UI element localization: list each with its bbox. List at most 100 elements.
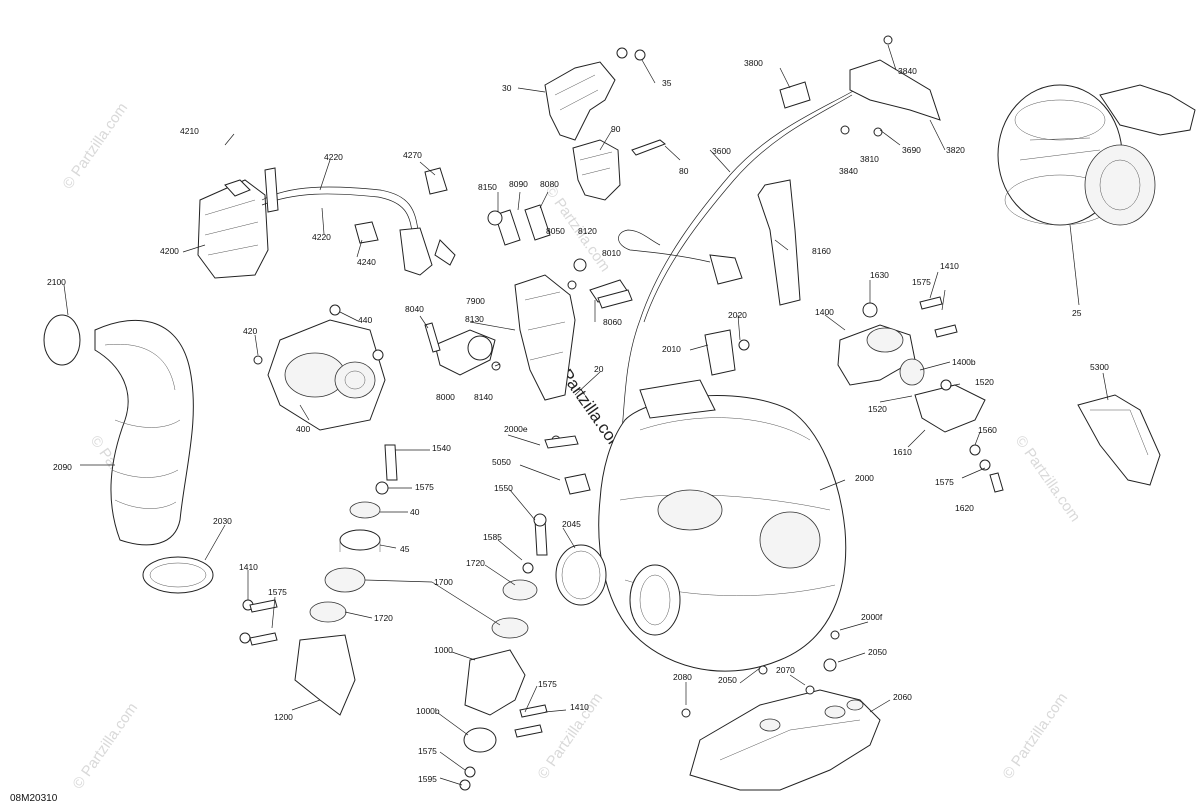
callout-3810: 3810 — [860, 154, 879, 164]
callout-2050: 2050 — [718, 675, 737, 685]
actuator-4200 — [197, 167, 456, 279]
callout-2010: 2010 — [662, 344, 681, 354]
callout-1540: 1540 — [432, 443, 451, 453]
callout-1520: 1520 — [975, 377, 994, 387]
callout-8150: 8150 — [478, 182, 497, 192]
callout-1575: 1575 — [538, 679, 557, 689]
callout-8130: 8130 — [465, 314, 484, 324]
callout-7900: 7900 — [466, 296, 485, 306]
callout-1720: 1720 — [466, 558, 485, 568]
throttle-body-400 — [253, 304, 386, 431]
callout-40: 40 — [410, 507, 420, 517]
callout-1560: 1560 — [978, 425, 997, 435]
callout-3690: 3690 — [902, 145, 921, 155]
watermark: © Partzilla.com — [69, 700, 141, 793]
callout-1575: 1575 — [935, 477, 954, 487]
solenoid-8000 — [424, 322, 501, 376]
callout-8060: 8060 — [603, 317, 622, 327]
intake-hose-2090 — [43, 314, 214, 594]
callout-2080: 2080 — [673, 672, 692, 682]
callout-5050: 5050 — [492, 457, 511, 467]
callout-3820: 3820 — [946, 145, 965, 155]
turbocharger-25 — [997, 84, 1196, 226]
callout-4220: 4220 — [324, 152, 343, 162]
callout-45: 45 — [400, 544, 410, 554]
callout-1610: 1610 — [893, 447, 912, 457]
callout-1700: 1700 — [434, 577, 453, 587]
callout-2070: 2070 — [776, 665, 795, 675]
bracket-assembly-30 — [544, 47, 666, 201]
callout-3840: 3840 — [839, 166, 858, 176]
callout-4200: 4200 — [160, 246, 179, 256]
callout-8000: 8000 — [436, 392, 455, 402]
callout-2090: 2090 — [53, 462, 72, 472]
callout-labels: 30 35 90 80 3800 3840 3820 3690 3810 384… — [47, 58, 1109, 784]
watermark: © Partzilla.com — [59, 100, 131, 193]
callout-1000: 1000 — [434, 645, 453, 655]
mount-stack-center — [459, 435, 591, 791]
callout-1200: 1200 — [274, 712, 293, 722]
callout-2000: 2000 — [855, 473, 874, 483]
callout-4240: 4240 — [357, 257, 376, 267]
callout-1400b: 1400b — [952, 357, 976, 367]
callout-2100: 2100 — [47, 277, 66, 287]
muffler-2000 — [555, 379, 847, 672]
leader-lines — [63, 44, 1109, 786]
callout-8120: 8120 — [578, 226, 597, 236]
callout-2045: 2045 — [562, 519, 581, 529]
callout-1410: 1410 — [239, 562, 258, 572]
callout-80: 80 — [679, 166, 689, 176]
callout-1585: 1585 — [483, 532, 502, 542]
callout-90: 90 — [611, 124, 621, 134]
callout-4220: 4220 — [312, 232, 331, 242]
callout-8080: 8080 — [540, 179, 559, 189]
sensor-2010 — [704, 329, 750, 376]
callout-25: 25 — [1072, 308, 1082, 318]
callout-1630: 1630 — [870, 270, 889, 280]
callout-1410: 1410 — [570, 702, 589, 712]
callout-8040: 8040 — [405, 304, 424, 314]
callout-420: 420 — [243, 326, 257, 336]
callout-1520: 1520 — [868, 404, 887, 414]
bracket-7900 — [487, 204, 633, 401]
callout-1550: 1550 — [494, 483, 513, 493]
callout-8160: 8160 — [812, 246, 831, 256]
heat-shield-5300 — [1077, 394, 1161, 486]
callout-8140: 8140 — [474, 392, 493, 402]
callout-1620: 1620 — [955, 503, 974, 513]
callout-2030: 2030 — [213, 516, 232, 526]
callout-2000f: 2000f — [861, 612, 883, 622]
part-drawings — [43, 35, 1196, 791]
callout-400: 400 — [296, 424, 310, 434]
watermark: © Partzilla.com — [1012, 433, 1084, 526]
callout-1575: 1575 — [418, 746, 437, 756]
callout-30: 30 — [502, 83, 512, 93]
callout-2050: 2050 — [868, 647, 887, 657]
callout-4210: 4210 — [180, 126, 199, 136]
callout-8050: 8050 — [546, 226, 565, 236]
wiring-harness-3600 — [618, 35, 941, 431]
callout-1410: 1410 — [940, 261, 959, 271]
callout-3600: 3600 — [712, 146, 731, 156]
callout-5300: 5300 — [1090, 362, 1109, 372]
callout-3840: 3840 — [898, 66, 917, 76]
callout-1595: 1595 — [418, 774, 437, 784]
diagram-code: 08M20310 — [10, 793, 58, 804]
callout-1000b: 1000b — [416, 706, 440, 716]
callout-3800: 3800 — [744, 58, 763, 68]
mount-stack-left — [239, 444, 398, 716]
callout-20: 20 — [594, 364, 604, 374]
callout-8010: 8010 — [602, 248, 621, 258]
mount-1400 — [837, 296, 1004, 493]
callout-1575: 1575 — [268, 587, 287, 597]
callout-4270: 4270 — [403, 150, 422, 160]
callout-35: 35 — [662, 78, 672, 88]
callout-1575: 1575 — [415, 482, 434, 492]
watermark: © Partzilla.com — [999, 690, 1071, 783]
callout-2060: 2060 — [893, 692, 912, 702]
callout-8090: 8090 — [509, 179, 528, 189]
callout-440: 440 — [358, 315, 372, 325]
callout-2000e: 2000e — [504, 424, 528, 434]
callout-1575: 1575 — [912, 277, 931, 287]
